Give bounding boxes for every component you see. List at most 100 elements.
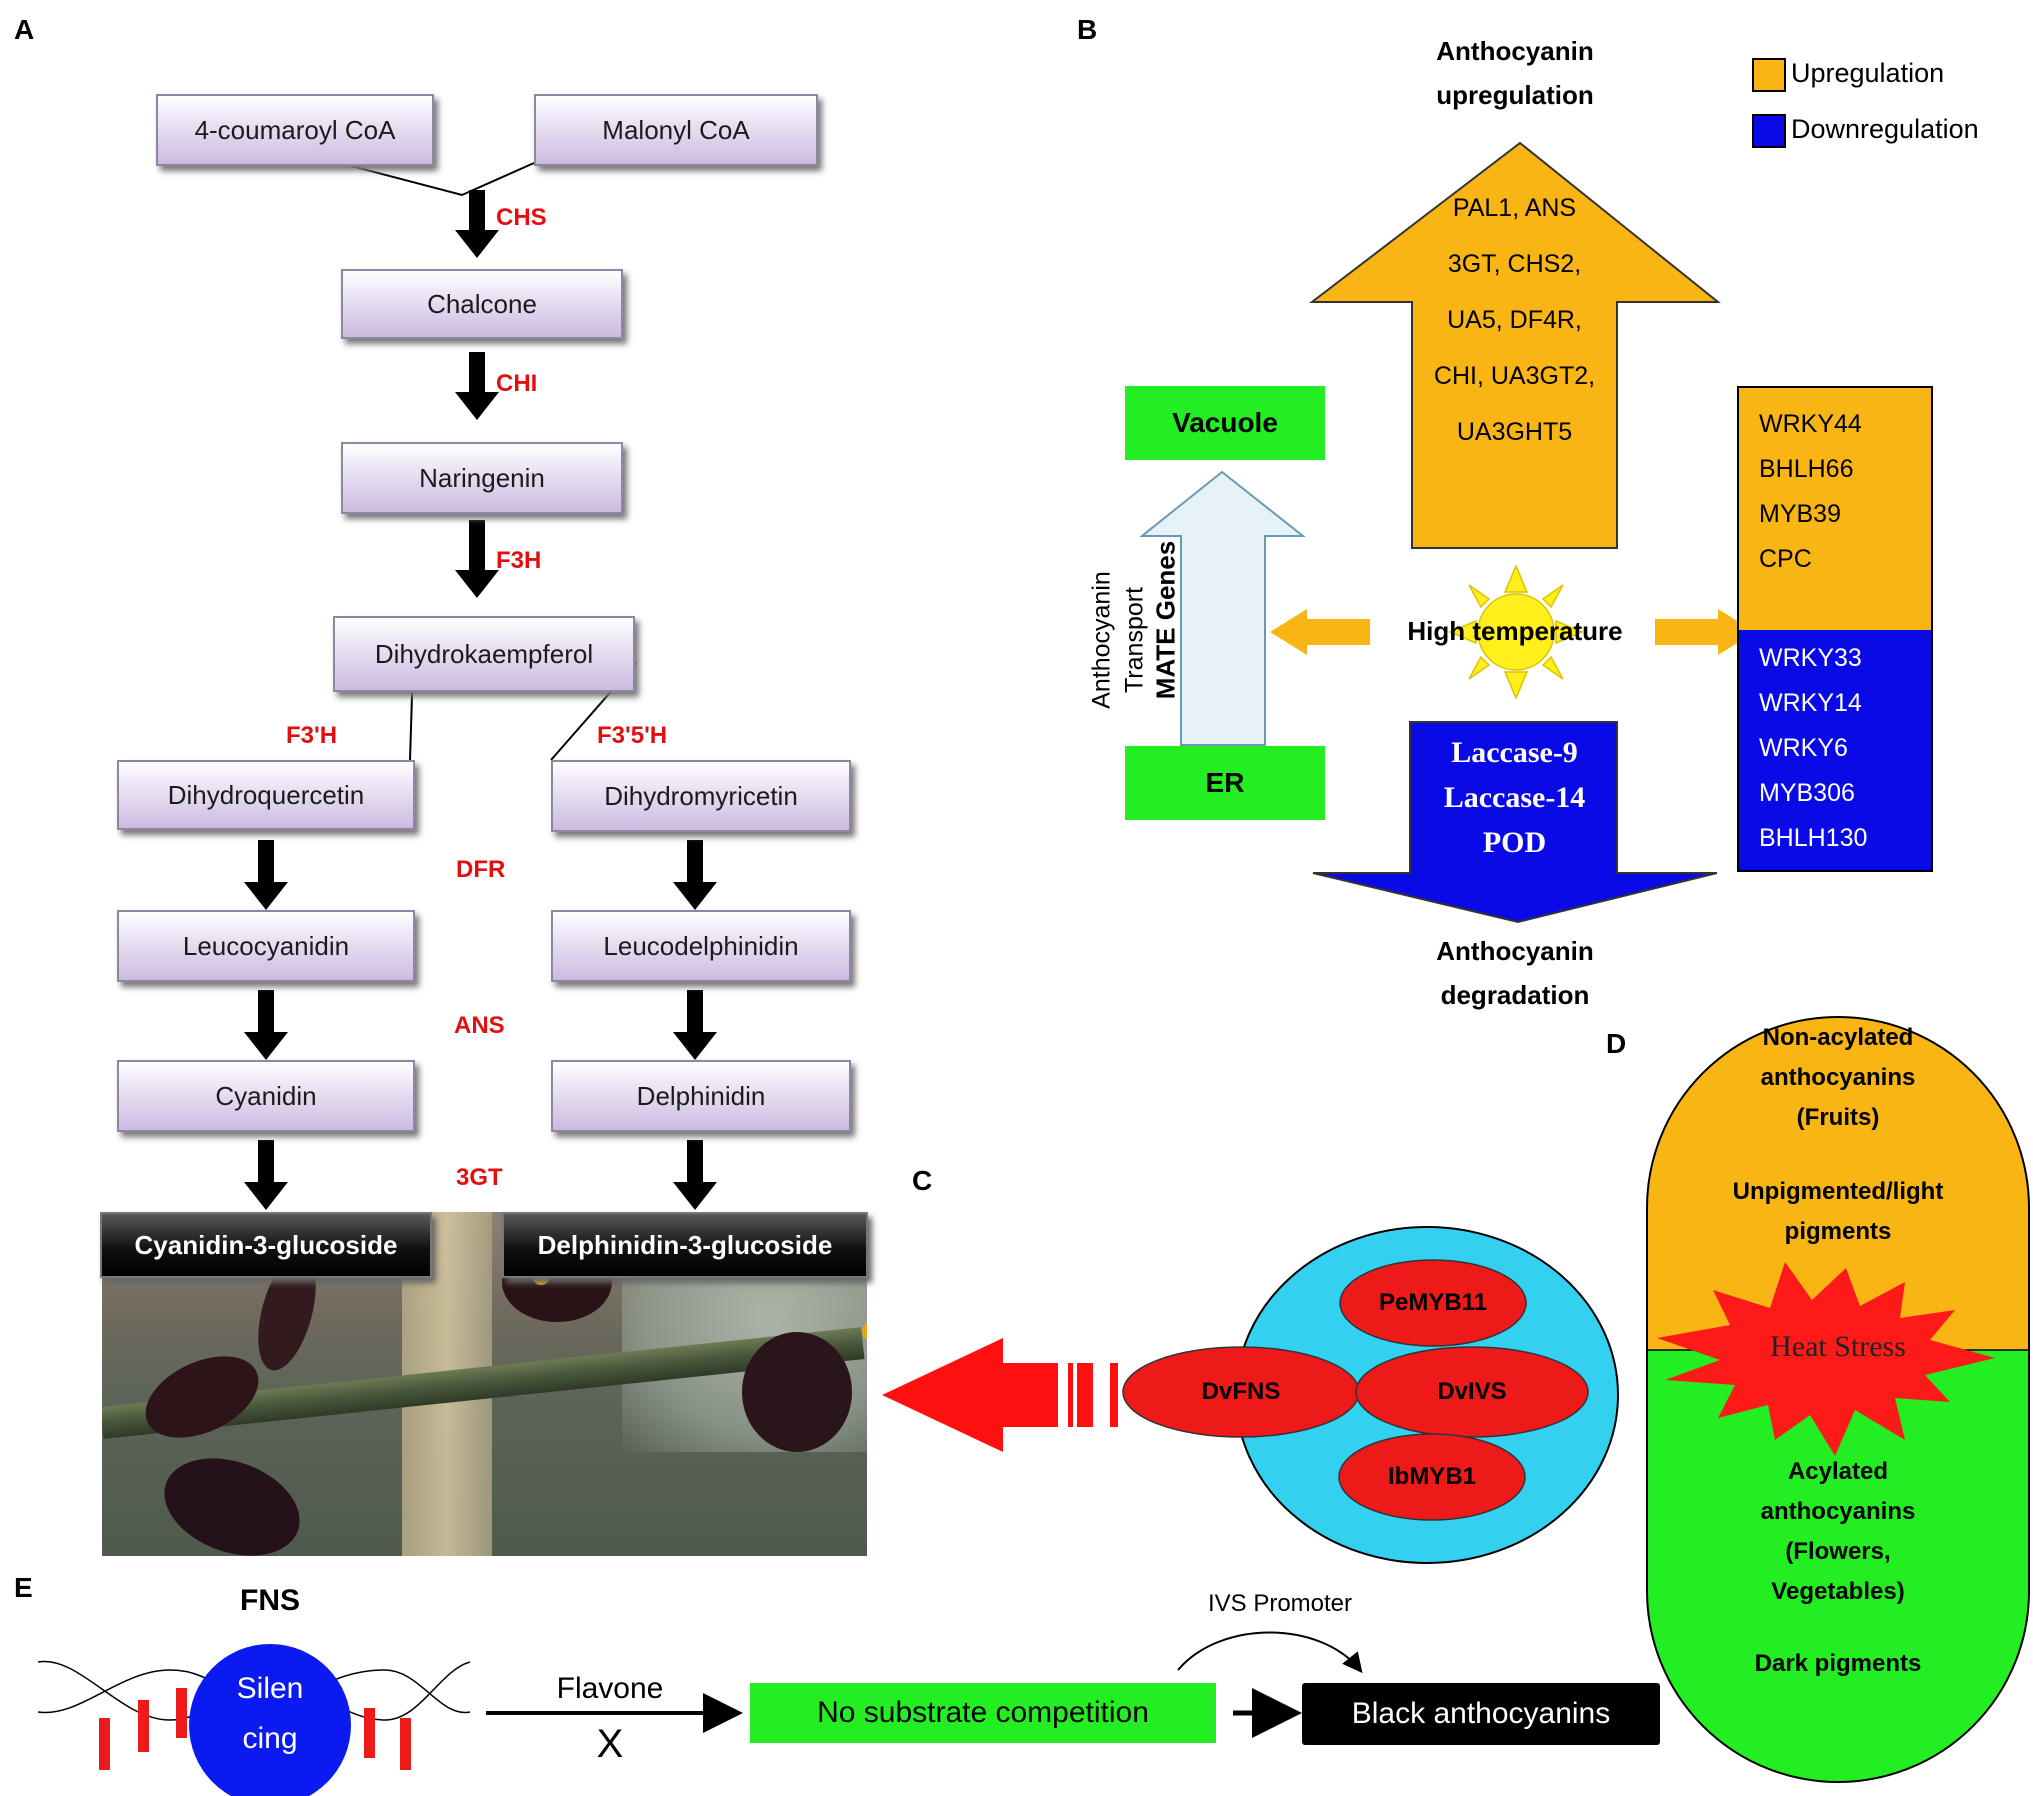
enzyme-f35h: F3'5'H (597, 722, 668, 749)
silencing-line2: cing (242, 1722, 298, 1755)
sun-icon (1448, 564, 1584, 700)
tf-down-list: WRKY33 WRKY14 WRKY6 MYB306 BHLH130 (1759, 636, 1867, 861)
arrow-dfr-right (673, 840, 717, 910)
heat-star (1657, 1262, 1995, 1456)
node-chalcone: Chalcone (341, 269, 623, 339)
mate-genes-label: MATE Genes (1150, 540, 1181, 700)
silencing-line1: Silen (236, 1672, 304, 1705)
d-bottom-line: Dark pigments (1754, 1650, 1922, 1677)
vacuole-box: Vacuole (1125, 386, 1325, 460)
gene-label-dvivs: DvIVS (1437, 1378, 1507, 1405)
photo-flower-4 (150, 1440, 314, 1556)
gene-label-ibmyb1: IbMYB1 (1387, 1463, 1476, 1490)
arrow-ans-right (673, 990, 717, 1060)
d-bottom-line: Vegetables) (1771, 1578, 1905, 1605)
node-delphinidin-3-glucoside: Delphinidin-3-glucoside (502, 1212, 868, 1278)
d-bottom-line: (Flowers, (1785, 1538, 1891, 1565)
node-delphinidin: Delphinidin (551, 1060, 851, 1132)
node-dihydromyricetin: Dihydromyricetin (551, 760, 851, 832)
up-gene: PAL1, ANS (1452, 194, 1577, 222)
d-top-line: Unpigmented/light (1732, 1178, 1944, 1205)
up-title-line1: Anthocyanin (1436, 36, 1594, 66)
no-substrate-box: No substrate competition (750, 1683, 1216, 1743)
down-title-line2: degradation (1440, 980, 1590, 1010)
silencing-label: Silen cing (189, 1664, 351, 1764)
panel-label-c: C (912, 1165, 933, 1196)
tf-up-gene: BHLH66 (1759, 455, 1854, 483)
node-leucodelphinidin: Leucodelphinidin (551, 910, 851, 982)
degradation-arrow (1312, 721, 1718, 924)
fns-label: FNS (240, 1584, 300, 1617)
gene-oval-pemyb11 (1339, 1259, 1527, 1347)
ivs-curve-arrow (1177, 1631, 1363, 1674)
photo-flower-5 (742, 1332, 852, 1452)
enzyme-f3h: F3H (496, 547, 542, 574)
transport-label-line1: Anthocyanin (1087, 571, 1116, 709)
capsule (1646, 1016, 2030, 1783)
tf-up-gene: WRKY44 (1759, 410, 1862, 438)
d-bottom-text: Acylated anthocyanins (Flowers, Vegetabl… (1647, 1452, 2029, 1684)
blocked-x: X (596, 1722, 624, 1766)
spacer (1647, 1138, 2029, 1172)
up-gene: 3GT, CHS2, (1447, 250, 1582, 278)
up-gene: UA3GHT5 (1456, 418, 1573, 446)
up-gene: CHI, UA3GT2, (1433, 362, 1596, 390)
node-naringenin: Naringenin (341, 442, 623, 514)
enzyme-dfr: DFR (456, 856, 506, 883)
tf-down-gene: WRKY33 (1759, 644, 1862, 672)
tf-down-gene: MYB306 (1759, 779, 1855, 807)
er-box: ER (1125, 746, 1325, 820)
legend-up-label: Upregulation (1791, 58, 1945, 88)
panel-label-d: D (1606, 1028, 1627, 1059)
legend-up-swatch (1752, 58, 1786, 92)
arrow-ans-left (244, 990, 288, 1060)
arrow-chs (455, 190, 499, 258)
enzyme-chs: CHS (496, 204, 547, 231)
pathway-arrows (244, 190, 717, 1210)
photo-flower-1 (132, 1339, 272, 1455)
arrow-chi (455, 352, 499, 420)
gene-label-dvfns: DvFNS (1201, 1378, 1281, 1405)
flavone-label: Flavone (556, 1672, 664, 1705)
tf-up-list: WRKY44 BHLH66 MYB39 CPC (1759, 402, 1862, 582)
right-orange-arrow (1655, 609, 1755, 655)
arrow-3gt-right (673, 1140, 717, 1210)
node-coumaroyl-coa: 4-coumaroyl CoA (156, 94, 434, 166)
tf-up-gene: CPC (1759, 545, 1812, 573)
dna-marks (99, 1688, 411, 1770)
tf-down-gene: BHLH130 (1759, 824, 1868, 852)
d-top-line: (Fruits) (1796, 1104, 1880, 1131)
node-cyanidin: Cyanidin (117, 1060, 415, 1132)
ivs-promoter-label: IVS Promoter (1207, 1590, 1353, 1617)
enzyme-3gt: 3GT (456, 1164, 503, 1191)
panel-label-e: E (14, 1572, 33, 1603)
gene-oval-dvivs (1355, 1346, 1589, 1438)
d-top-text: Non-acylated anthocyanins (Fruits) Unpig… (1647, 1018, 2029, 1252)
node-dihydrokaempferol: Dihydrokaempferol (333, 616, 635, 692)
silencing-circle (189, 1644, 351, 1796)
spacer (1647, 1612, 2029, 1644)
d-top-line: anthocyanins (1760, 1064, 1916, 1091)
d-top-line: pigments (1784, 1218, 1892, 1245)
black-anthocyanins-box: Black anthocyanins (1302, 1683, 1660, 1745)
panel-label-a: A (14, 14, 35, 45)
up-gene-list: PAL1, ANS 3GT, CHS2, UA5, DF4R, CHI, UA3… (1412, 180, 1617, 460)
up-gene: UA5, DF4R, (1447, 306, 1582, 334)
node-malonyl-coa: Malonyl CoA (534, 94, 818, 166)
down-gene: Laccase-14 (1443, 781, 1586, 814)
arrow-dfr-left (244, 840, 288, 910)
node-leucocyanidin: Leucocyanidin (117, 910, 415, 982)
arrow-3gt-left (244, 1140, 288, 1210)
enzyme-chi: CHI (496, 370, 538, 397)
node-dihydroquercetin: Dihydroquercetin (117, 760, 415, 830)
photo-flower-lip-2 (862, 1322, 867, 1340)
node-cyanidin-3-glucoside: Cyanidin-3-glucoside (100, 1212, 432, 1278)
enzyme-ans: ANS (454, 1012, 505, 1039)
heat-stress-label: Heat Stress (1770, 1330, 1906, 1363)
enzyme-f3ph: F3'H (286, 722, 338, 749)
down-title-line1: Anthocyanin (1436, 936, 1594, 966)
d-bottom-line: Acylated (1787, 1458, 1889, 1485)
transport-label-line2: Transport (1120, 586, 1149, 694)
legend-down-label: Downregulation (1791, 114, 1979, 144)
